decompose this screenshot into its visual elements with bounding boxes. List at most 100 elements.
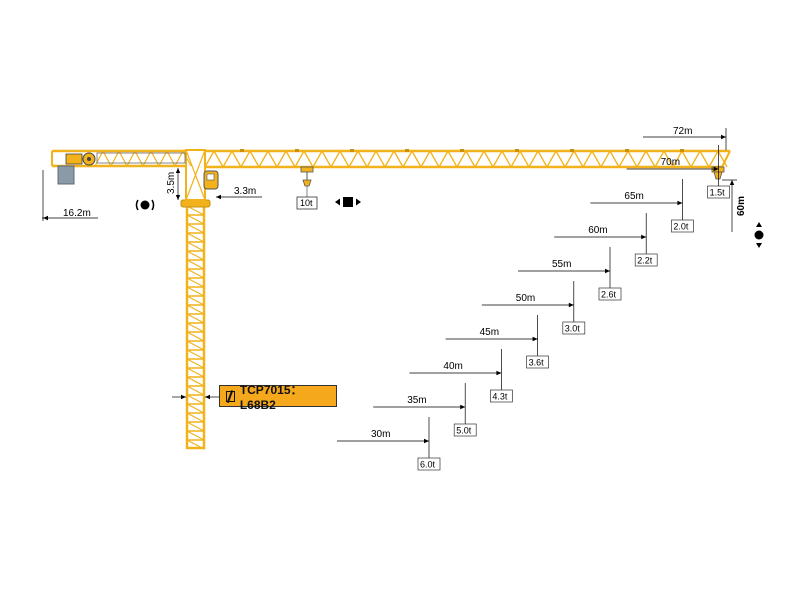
mast-brace [186,340,205,351]
mast-brace [186,349,205,360]
jib-joint [405,149,409,152]
jib-lacing [258,150,269,168]
jib-lacing [618,150,629,168]
arrow-head [181,394,186,400]
mast-brace [186,430,205,441]
jib-lacing [546,150,557,168]
jib-lacing [348,150,359,168]
radius-arrow [713,166,719,172]
jib-lacing [528,150,539,168]
load-box [598,287,622,301]
jib-lacing [276,150,287,168]
walkway-rail [96,152,186,164]
jib-lacing [681,150,692,168]
counter-jib-lacing [134,150,144,167]
jib-lacing [609,150,620,168]
jib-lacing [294,150,305,168]
jib-lacing [240,150,251,168]
jib-lacing [402,150,413,168]
mast-brace [186,394,205,405]
mast-brace [186,412,205,423]
jib-lacing [393,150,404,168]
mast-brace [186,367,205,378]
load-box [453,423,477,437]
jib-joint [570,149,574,152]
jib-lacing [384,150,395,168]
counter-jib-lacing [102,150,112,167]
jib-lacing [411,150,422,168]
load-box [526,355,549,369]
arrow-head [216,194,221,200]
trolley-travel-icon [335,197,361,207]
jib-lacing [699,150,710,168]
radius-arrow [568,302,574,308]
radius-label: 40m [443,361,462,372]
trolley-max-load [300,166,314,173]
jib-lacing [366,150,377,168]
jib-lacing [303,150,314,168]
counter-jib-lacing [94,150,104,167]
dimension-lines [42,128,737,400]
jib-lacing [438,150,449,168]
mast-brace [186,376,205,387]
mast-brace [186,268,205,279]
counter-jib-lacing [174,150,184,167]
mast-brace [186,313,205,324]
counter-jib-length-label: 16.2m [63,208,91,219]
counter-jib-lacing [142,150,152,167]
mast-brace [186,358,205,369]
mast-brace [186,232,205,243]
load-label: 3.6t [529,358,545,368]
jib-lacing [456,150,467,168]
jib-tip [721,150,731,168]
tower-head-height-label: 3.5m [166,172,177,194]
load-label: 2.6t [601,290,617,300]
load-box [707,185,730,199]
manual-book-icon [226,390,235,402]
load-box [490,389,513,403]
radius-label: 60m [588,225,607,236]
radius-arrow [641,234,647,240]
arrow-head [729,180,735,185]
load-label: 4.3t [492,392,508,402]
jib-lacing [564,150,575,168]
jib-lacing [654,150,665,168]
jib-lacing [231,150,242,168]
arrow-head [175,168,181,173]
mast-brace [186,304,205,315]
radius-arrow [460,404,466,410]
load-box [634,253,658,267]
arrow-head [721,134,726,140]
jib-lacing [708,150,719,168]
jib-joint [295,149,299,152]
mast-brace [186,241,205,252]
load-label: 1.5t [710,188,726,198]
crane-structure [51,149,731,450]
hook-block [302,179,312,187]
load-chart-row: 40m 4.3t [409,349,513,403]
radius-arrow [532,336,538,342]
arrow-head [175,195,181,200]
radius-arrow [496,370,502,376]
jib-lacing [483,150,494,168]
load-label: 5.0t [456,426,472,436]
slewing-ring [180,199,211,208]
jib-lacing [537,150,548,168]
jib-lacing [663,150,674,168]
jib-joint [240,149,244,152]
jib-lacing [717,150,728,168]
mast-brace [186,385,205,396]
radius-arrow [677,200,683,206]
jib-lacing [582,150,593,168]
mast-brace [186,214,205,225]
jib-joint [625,149,629,152]
height-under-hook-label: 60m [736,196,747,216]
model-label-text: TCP7015：L68B2 [239,382,303,412]
jib-lacing [312,150,323,168]
max-load-label: 10t [300,198,313,208]
